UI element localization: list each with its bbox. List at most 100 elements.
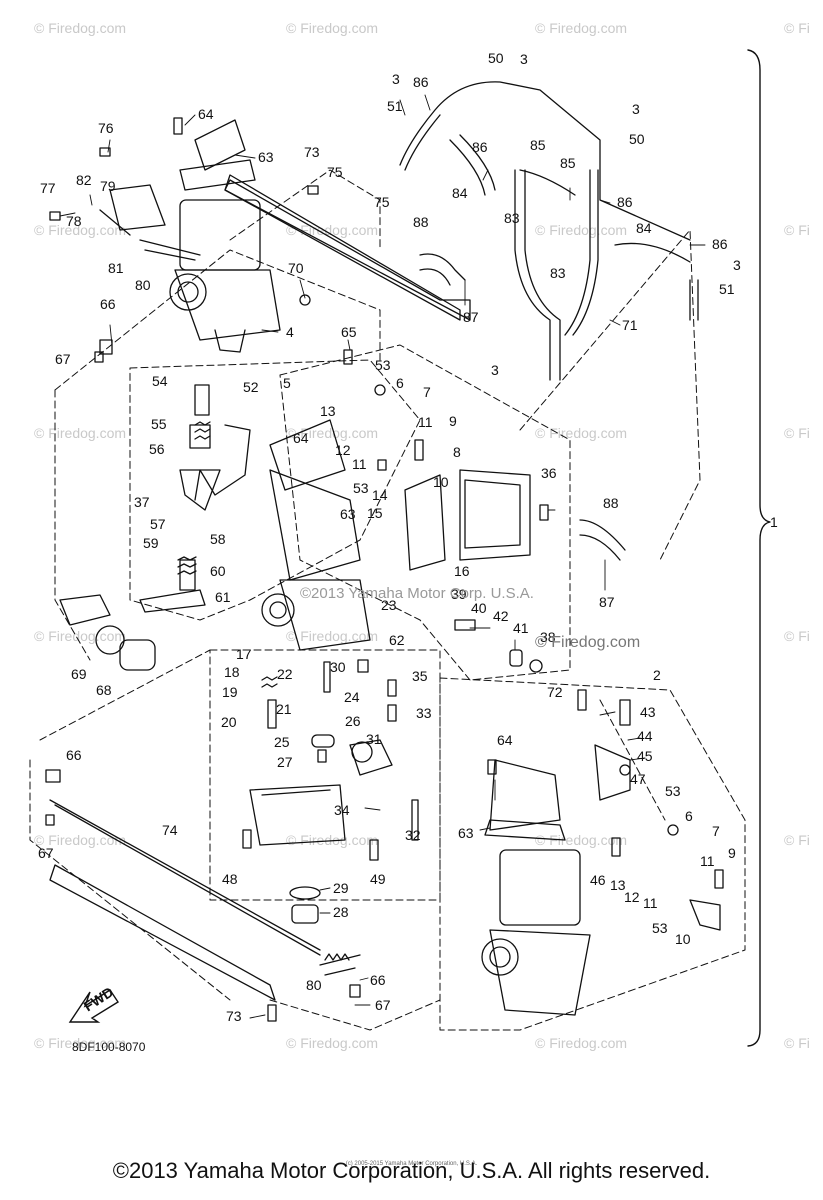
callout-label: 16 <box>454 563 470 579</box>
copyright-footer: ©2013 Yamaha Motor Corporation, U.S.A. A… <box>112 1158 711 1183</box>
callout-label: 39 <box>451 586 467 602</box>
callout-label: 5 <box>283 375 291 391</box>
callout-label: 46 <box>590 872 606 888</box>
mounting-rail <box>49 864 276 1001</box>
callout-label: 64 <box>293 430 309 446</box>
watermark-text: © Firedog.com <box>34 832 127 848</box>
callout-label: 11 <box>643 895 658 911</box>
callout-label: 86 <box>472 139 488 155</box>
watermark-text: © Fi <box>784 20 810 36</box>
callout-label: 18 <box>224 664 240 680</box>
callout-label: 76 <box>98 120 114 136</box>
watermark-text: © Fi <box>784 1035 810 1051</box>
linkage-bar <box>224 179 471 321</box>
callout-label: 87 <box>599 594 615 610</box>
callout-label: 9 <box>728 845 736 861</box>
callout-label: 64 <box>497 732 513 748</box>
fwd-arrow-icon: FWD <box>68 984 119 1023</box>
watermark-text: © Firedog.com <box>34 222 127 238</box>
callout-label: 48 <box>222 871 238 887</box>
callout-label: 55 <box>151 416 167 432</box>
callout-label: 49 <box>370 871 386 887</box>
watermark-text: © Firedog.com <box>535 832 628 848</box>
callout-label: 30 <box>330 659 346 675</box>
callout-label: 61 <box>215 589 231 605</box>
callout-label: 52 <box>243 379 259 395</box>
carburetor-bottom <box>481 699 721 1016</box>
callout-label: 11 <box>700 853 715 869</box>
callout-label: 63 <box>340 506 356 522</box>
callout-label: 67 <box>38 845 54 861</box>
overlay-watermark: © Firedog.com <box>535 634 641 651</box>
carburetor-top <box>99 119 461 353</box>
callout-label: 8 <box>453 444 461 460</box>
callout-label: 54 <box>152 373 168 389</box>
callout-label: 14 <box>372 487 388 503</box>
callout-label: 85 <box>560 155 576 171</box>
callout-label: 29 <box>333 880 349 896</box>
callout-label: 60 <box>210 563 226 579</box>
watermark-text: © Firedog.com <box>535 1035 628 1051</box>
callout-label: 37 <box>134 494 150 510</box>
callout-label: 53 <box>652 920 668 936</box>
callout-label: 10 <box>675 931 691 947</box>
callout-label: 53 <box>665 783 681 799</box>
fine-print: (c) 2005-2015 Yamaha Motor Corporation, … <box>345 1161 478 1167</box>
callout-label: 3 <box>491 362 499 378</box>
callout-label: 6 <box>396 375 404 391</box>
callout-label: 15 <box>367 505 383 521</box>
callout-label: 87 <box>463 309 479 325</box>
callout-label: 3 <box>632 101 640 117</box>
callout-label: 66 <box>370 972 386 988</box>
callout-labels: 1 2 3 3 3 3 3 4 5 6 6 7 7 8 9 9 10 10 11… <box>38 50 778 1024</box>
callout-label: 22 <box>277 666 293 682</box>
callout-label: 11 <box>352 456 367 472</box>
callout-label: 4 <box>286 324 294 340</box>
callout-label: 81 <box>108 260 124 276</box>
callout-label: 51 <box>387 98 403 114</box>
callout-label: 38 <box>540 629 556 645</box>
callout-label: 79 <box>100 178 116 194</box>
callout-label: 31 <box>366 731 382 747</box>
callout-label: 10 <box>433 474 449 490</box>
callout-label: 23 <box>381 597 397 613</box>
callout-label: 28 <box>333 904 349 920</box>
callout-label: 86 <box>413 74 429 90</box>
callout-label: 3 <box>392 71 400 87</box>
watermark-text: © Firedog.com <box>286 20 379 36</box>
callout-label: 12 <box>624 889 640 905</box>
callout-label: 57 <box>150 516 166 532</box>
callout-label: 13 <box>320 403 336 419</box>
callout-label: 50 <box>629 131 645 147</box>
watermark-text: © Firedog.com <box>286 1035 379 1051</box>
callout-label: 17 <box>236 646 252 662</box>
hose-set <box>399 81 699 561</box>
watermark-text: © Firedog.com <box>286 832 379 848</box>
callout-label: 6 <box>685 808 693 824</box>
watermark-text: © Firedog.com <box>34 628 127 644</box>
callout-label: 11 <box>418 414 433 430</box>
callout-label: 20 <box>221 714 237 730</box>
watermark-text: © Fi <box>784 832 810 848</box>
callout-label: 83 <box>550 265 566 281</box>
callout-label: 68 <box>96 682 112 698</box>
callout-label: 75 <box>374 194 390 210</box>
callout-label: 64 <box>198 106 214 122</box>
callout-label: 59 <box>143 535 159 551</box>
callout-label: 67 <box>375 997 391 1013</box>
watermark-text: © Firedog.com <box>34 1035 127 1051</box>
callout-label: 71 <box>622 317 638 333</box>
watermark-text: © Firedog.com <box>535 425 628 441</box>
callout-label: 7 <box>423 384 431 400</box>
callout-label: 12 <box>335 442 351 458</box>
callout-label: 3 <box>733 257 741 273</box>
watermark-text: © Firedog.com <box>286 628 379 644</box>
callout-label: 36 <box>541 465 557 481</box>
callout-label: 27 <box>277 754 293 770</box>
callout-label: 9 <box>449 413 457 429</box>
callout-label: 41 <box>513 620 529 636</box>
callout-label: 78 <box>66 213 82 229</box>
callout-label: 50 <box>488 50 504 66</box>
overlay-copyright: ©2013 Yamaha Motor Corp. U.S.A. <box>300 585 534 602</box>
callout-label: 88 <box>603 495 619 511</box>
